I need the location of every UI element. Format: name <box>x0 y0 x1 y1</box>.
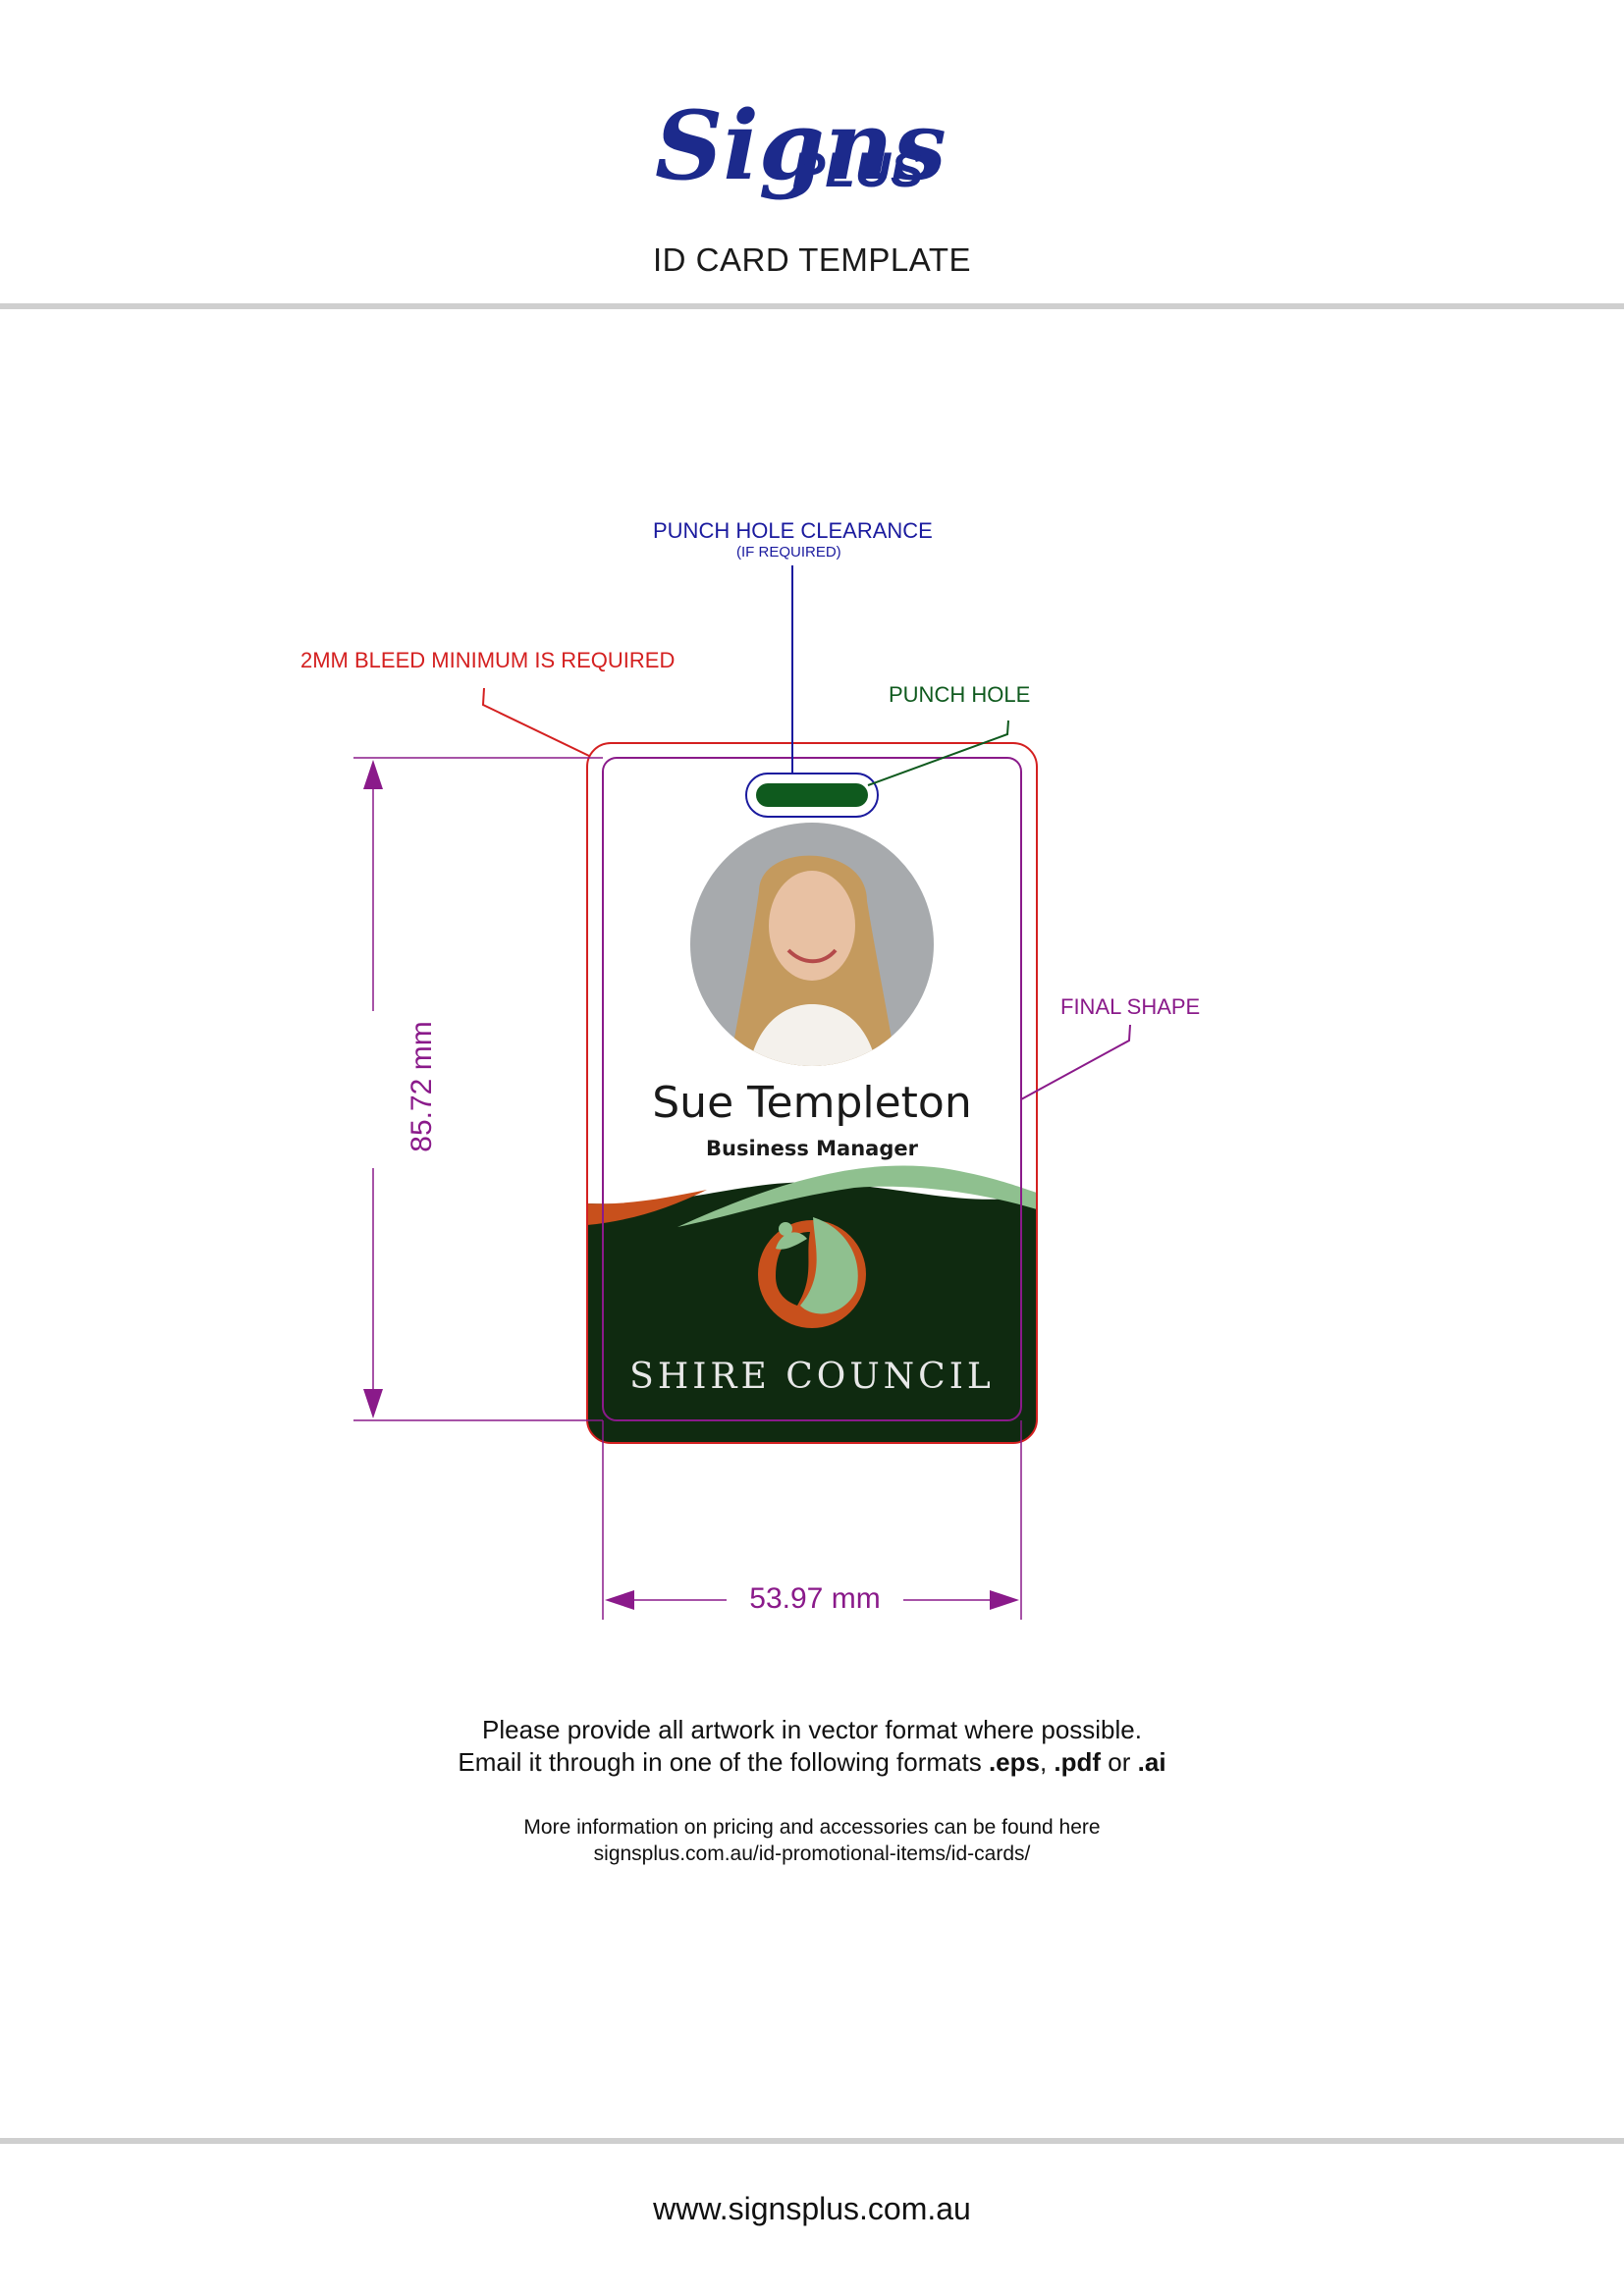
header-divider <box>0 303 1624 309</box>
format-separator-2: or <box>1101 1747 1138 1777</box>
if-required-label: (IF REQUIRED) <box>736 544 841 561</box>
format-eps: .eps <box>988 1747 1040 1777</box>
punch-hole-clearance-label: PUNCH HOLE CLEARANCE <box>653 518 933 543</box>
height-dimension-label: 85.72 mm <box>406 1021 438 1152</box>
footer-website-link[interactable]: www.signsplus.com.au <box>653 2191 971 2226</box>
punch-hole-label: PUNCH HOLE <box>889 682 1031 707</box>
final-shape-outline <box>602 757 1022 1421</box>
format-ai: .ai <box>1137 1747 1166 1777</box>
logo-block-text: PLUS <box>792 142 923 197</box>
card-light-green-wave <box>677 1165 1037 1227</box>
punch-hole-leader <box>867 720 1009 786</box>
instructions-line2-prefix: Email it through in one of the following… <box>458 1747 989 1777</box>
footer-divider <box>0 2138 1624 2144</box>
bleed-outline <box>586 742 1038 1444</box>
page-title: ID CARD TEMPLATE <box>653 241 971 278</box>
employee-name: Sue Templeton <box>652 1078 972 1128</box>
instructions-line2: Email it through in one of the following… <box>0 1746 1624 1779</box>
signsplus-logo: Signs PLUS <box>616 59 1008 216</box>
width-dimension-label: 53.97 mm <box>727 1582 903 1616</box>
more-info-text: More information on pricing and accessor… <box>523 1816 1101 1839</box>
more-info: More information on pricing and accessor… <box>0 1814 1624 1867</box>
final-shape-leader <box>1020 1024 1131 1100</box>
organization-name: SHIRE COUNCIL <box>629 1357 995 1397</box>
format-pdf: .pdf <box>1054 1747 1102 1777</box>
employee-photo <box>690 823 934 1066</box>
format-separator-1: , <box>1039 1747 1055 1777</box>
artwork-instructions: Please provide all artwork in vector for… <box>0 1714 1624 1779</box>
logo-script-text: Signs <box>655 90 947 201</box>
bleed-leader <box>481 687 590 757</box>
more-info-link[interactable]: signsplus.com.au/id-promotional-items/id… <box>593 1842 1031 1865</box>
bleed-label: 2MM BLEED MINIMUM IS REQUIRED <box>300 648 676 672</box>
instructions-line1: Please provide all artwork in vector for… <box>482 1715 1142 1744</box>
final-shape-label: FINAL SHAPE <box>1060 994 1201 1019</box>
council-emblem-icon <box>758 1217 866 1328</box>
card-orange-wave <box>587 1190 707 1225</box>
dim-h-arrow-right <box>990 1590 1019 1610</box>
dim-v-arrow-down <box>363 1389 383 1418</box>
punch-hole <box>756 783 868 807</box>
employee-role: Business Manager <box>706 1137 918 1160</box>
dim-h-arrow-left <box>605 1590 634 1610</box>
dim-v-arrow-up <box>363 760 383 789</box>
